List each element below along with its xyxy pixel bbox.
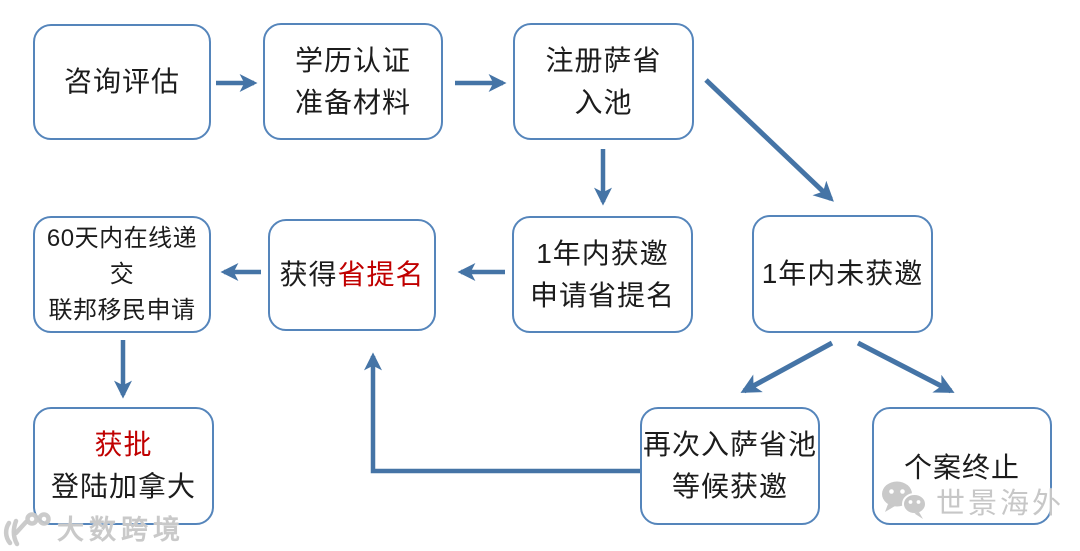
node-repool-line1: 再次入萨省池 [642, 429, 817, 460]
node-nomination-label: 获得省提名 [279, 254, 424, 296]
node-register: 注册萨省 入池 [513, 23, 694, 140]
node-nomination-highlight: 省提名 [337, 259, 425, 290]
node-not-invited-label: 1年内未获邀 [761, 258, 924, 289]
node-consult-label: 咨询评估 [63, 66, 180, 97]
watermark-shijing-text: 世景海外 [936, 488, 1065, 520]
watermark-dashu: 大数跨境 [2, 508, 185, 547]
arrow-notinvited-repool [740, 340, 834, 394]
node-invited-line2: 申请省提名 [529, 279, 675, 311]
node-approved: 获批 登陆加拿大 [33, 407, 214, 525]
watermark-shijing: 世景海外 [880, 480, 1064, 522]
dashu-logo-icon [3, 511, 51, 546]
arrow-register-notinvited [704, 78, 834, 202]
node-nomination: 获得省提名 [268, 219, 436, 331]
node-credential: 学历认证 准备材料 [263, 23, 443, 140]
node-nomination-prefix: 获得 [279, 259, 338, 290]
node-repool: 再次入萨省池 等候获邀 [640, 407, 820, 525]
node-federal-line1: 60天内在线递交 [46, 224, 198, 288]
node-invited: 1年内获邀 申请省提名 [512, 216, 693, 333]
watermark-dashu-text: 大数跨境 [57, 515, 185, 545]
node-credential-line2: 准备材料 [294, 86, 411, 118]
node-terminated-label: 个案终止 [903, 452, 1020, 483]
node-register-line2: 入池 [574, 86, 633, 118]
wechat-icon [882, 481, 927, 519]
node-not-invited: 1年内未获邀 [752, 215, 933, 333]
node-register-line1: 注册萨省 [545, 44, 662, 76]
node-consult: 咨询评估 [33, 24, 211, 140]
node-invited-line1: 1年内获邀 [536, 237, 669, 269]
arrow-repool-nomination [364, 352, 640, 474]
node-credential-line1: 学历认证 [294, 44, 411, 76]
node-federal-line2: 联邦移民申请 [48, 296, 196, 324]
node-approved-highlight: 获批 [94, 429, 153, 460]
arrow-notinvited-terminated [856, 340, 955, 394]
node-federal-application: 60天内在线递交 联邦移民申请 [33, 216, 211, 333]
node-approved-line2: 登陆加拿大 [50, 471, 196, 502]
node-repool-line2: 等候获邀 [671, 471, 788, 502]
